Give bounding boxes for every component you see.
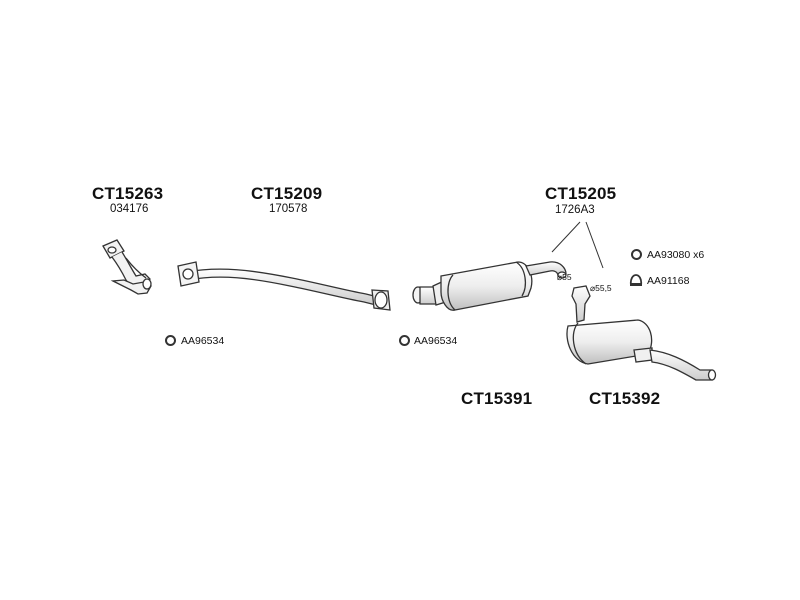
gasket-ring-icon (399, 335, 410, 346)
code-middle-silencer: CT15391 (461, 389, 533, 408)
oem-mid-pipe: 170578 (269, 203, 308, 215)
rear-silencer-part (566, 285, 717, 381)
oem-rear-assembly: 1726A3 (555, 204, 595, 216)
code-mid-pipe: CT15209 (251, 184, 323, 203)
diameter-label-1: ⌀55 (557, 272, 572, 282)
accessory-gasket-1: AA96534 (181, 335, 225, 347)
code-front-pipe: CT15263 (92, 184, 164, 203)
clamp-icon (629, 274, 643, 286)
accessory-clamp: AA91168 (647, 275, 690, 287)
gasket-ring-icon (165, 335, 176, 346)
front-pipe-part (102, 239, 152, 295)
oem-front-pipe: 034176 (110, 203, 149, 215)
code-rear-silencer: CT15392 (589, 389, 661, 408)
middle-silencer-part (412, 261, 567, 311)
accessory-rubber-mount: AA93080 x6 (647, 249, 705, 261)
diameter-label-2: ⌀55,5 (590, 283, 612, 293)
accessory-gasket-2: AA96534 (414, 335, 458, 347)
code-rear-assembly: CT15205 (545, 184, 617, 203)
leader-lines (551, 221, 604, 269)
rubber-mount-ring-icon (631, 249, 642, 260)
mid-pipe-part (177, 261, 391, 311)
